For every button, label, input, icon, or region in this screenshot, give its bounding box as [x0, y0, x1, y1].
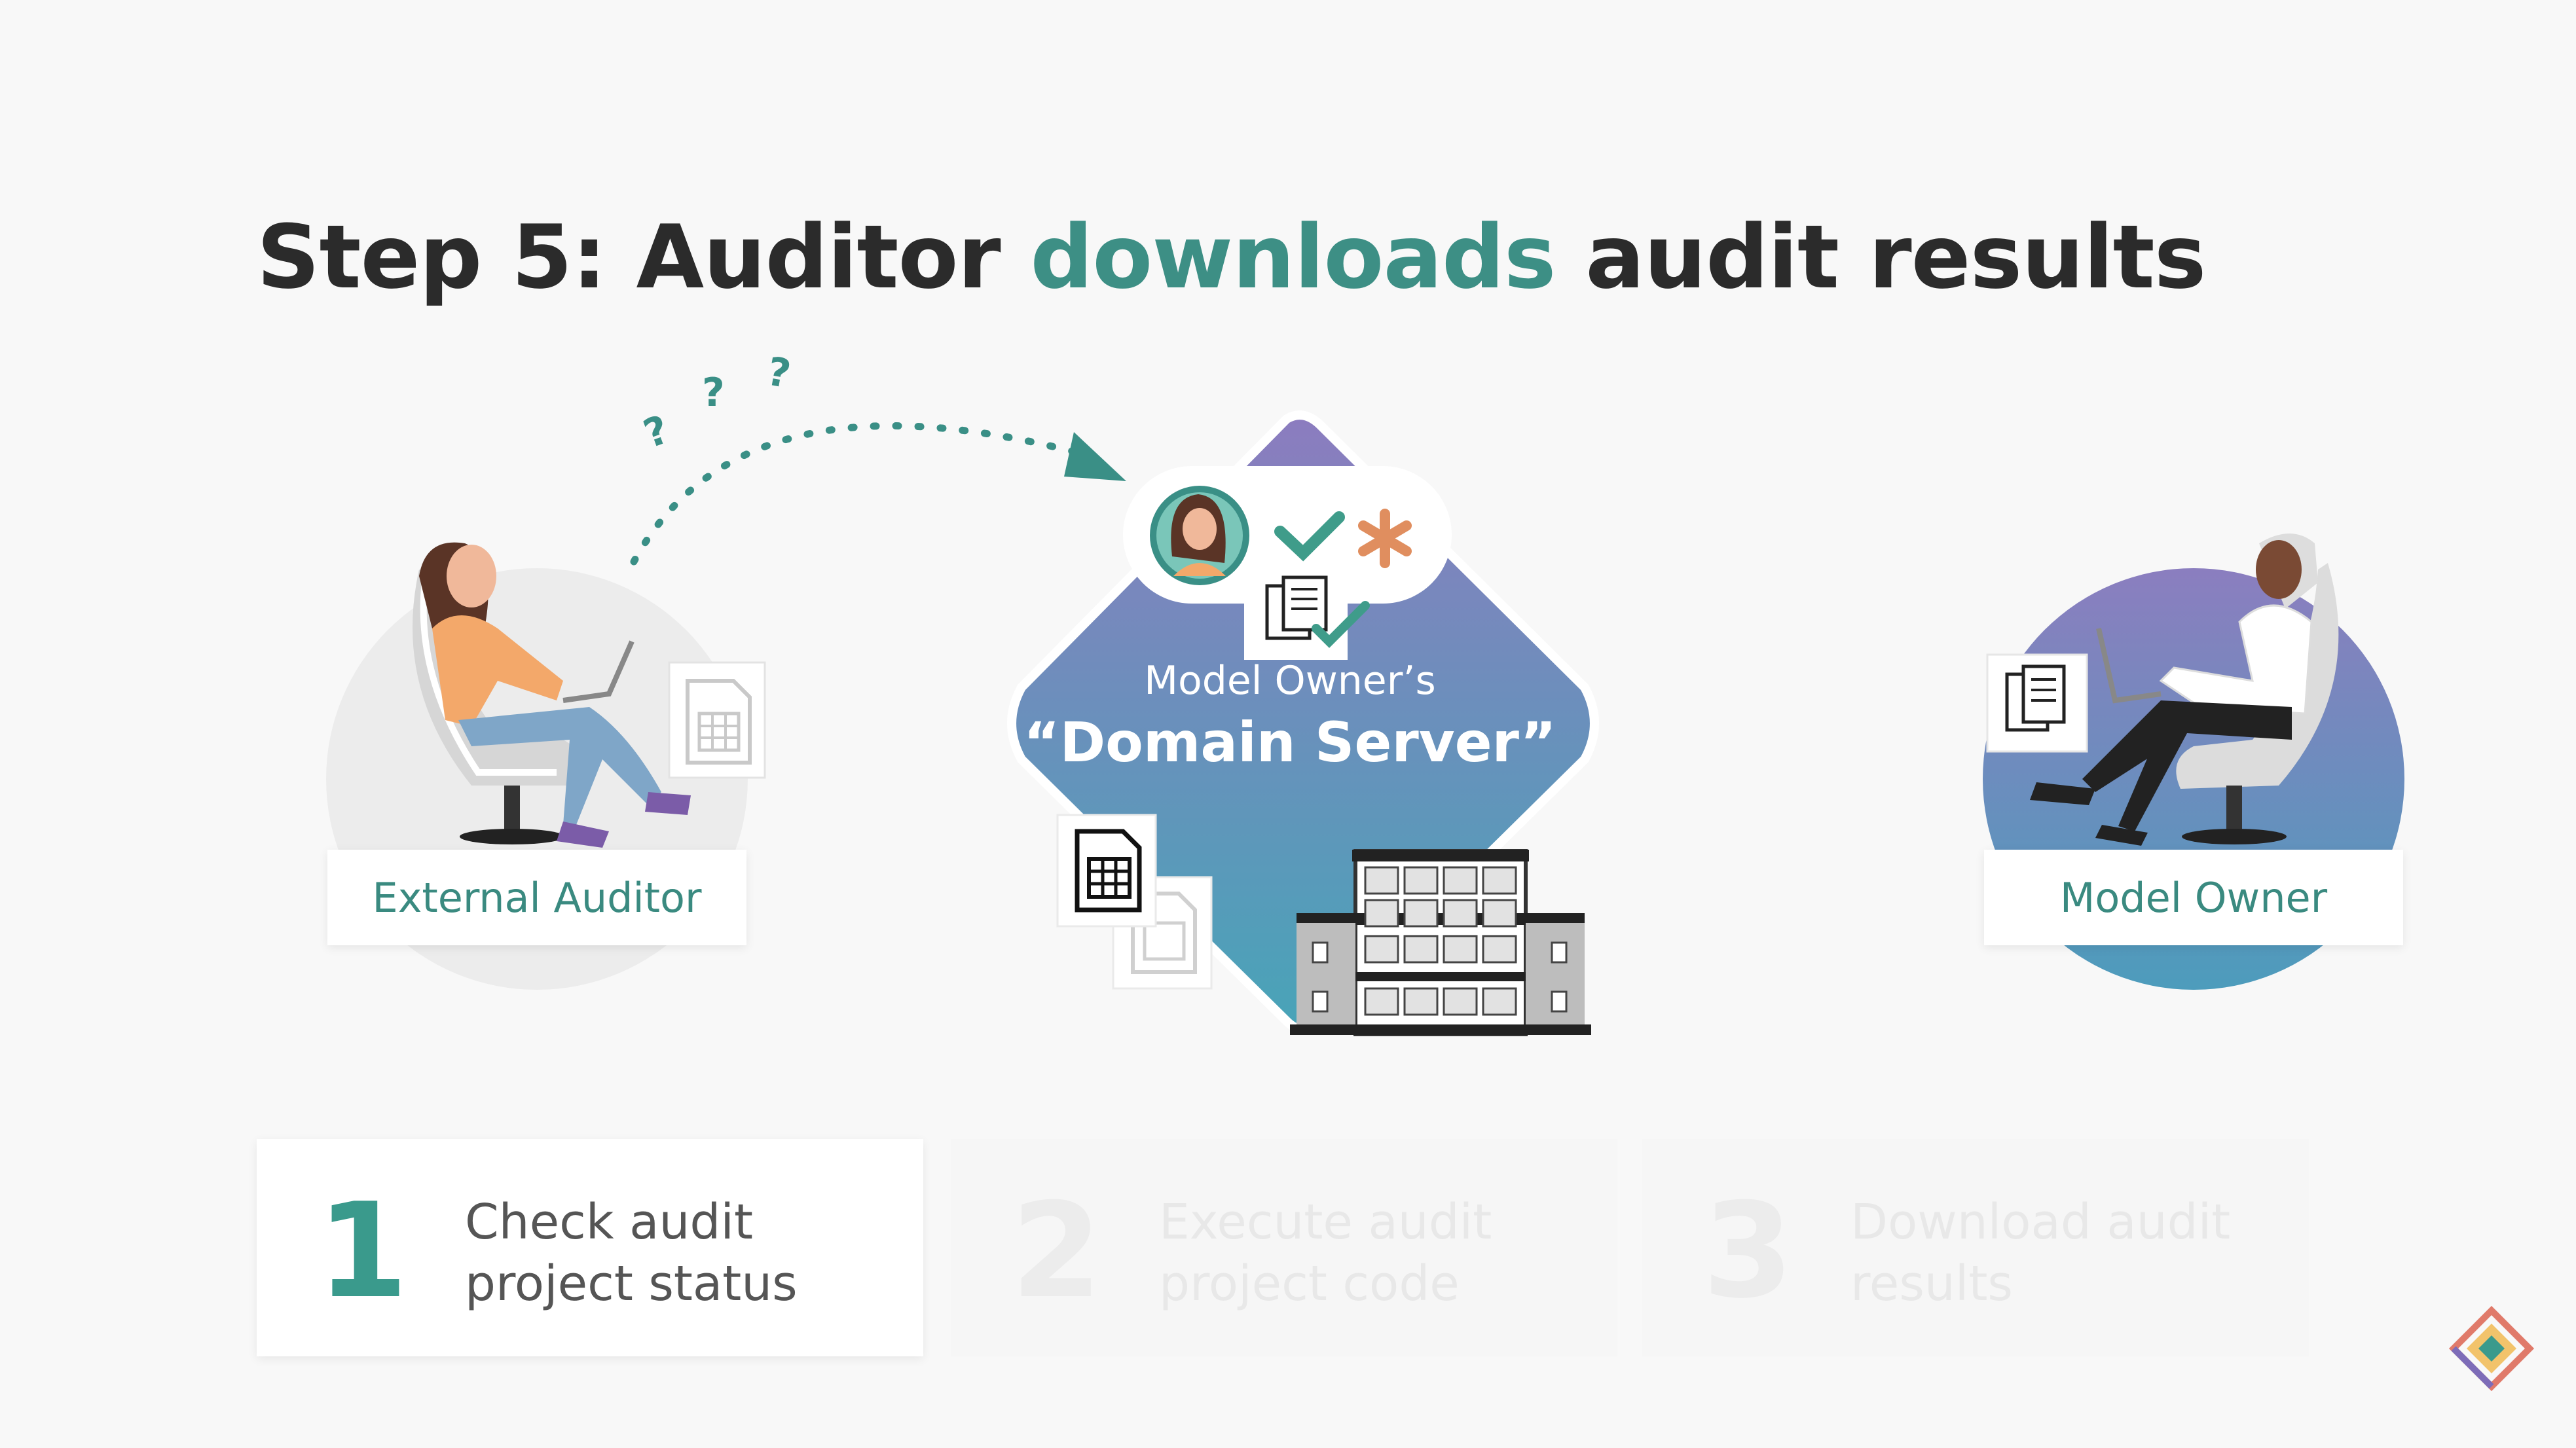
step-text: Check audit project status [465, 1194, 798, 1312]
code-document-icon [1986, 653, 2088, 753]
asterisk-icon [1358, 509, 1412, 568]
owner-person [2030, 534, 2318, 846]
step-text: Execute audit project code [1159, 1194, 1492, 1312]
document-table-icon [668, 661, 766, 779]
step-card-3: 3 Download audit results [1642, 1139, 2309, 1356]
owner-avatar-pill [1123, 466, 1452, 604]
title-accent: downloads [1030, 206, 1556, 308]
model-owner-label: Model Owner [1984, 850, 2403, 945]
step-card-2: 2 Execute audit project code [951, 1139, 1617, 1356]
server-owner-label: Model Owner’s [1144, 658, 1436, 704]
result-document-icon [1056, 814, 1213, 990]
auditor-chair [413, 570, 581, 844]
building-icon [1290, 849, 1591, 1036]
dotted-arrow [630, 422, 1078, 566]
owner-chair [2176, 563, 2339, 844]
arrowhead-icon [1064, 432, 1126, 481]
checkmark-icon [1274, 511, 1345, 562]
auditor-person [419, 542, 691, 848]
title-prefix: Step 5: Auditor [257, 206, 1031, 308]
step-card-1: 1 Check audit project status [257, 1139, 923, 1356]
step-number: 1 [317, 1175, 409, 1328]
logo-icon [2448, 1305, 2535, 1392]
step-number: 2 [1011, 1175, 1103, 1328]
title-suffix: audit results [1555, 206, 2206, 308]
question-mark: ? [702, 370, 725, 416]
step-number: 3 [1702, 1175, 1794, 1328]
step-text: Download audit results [1850, 1194, 2231, 1312]
code-document-icon [1244, 570, 1370, 660]
external-auditor-label: External Auditor [327, 850, 746, 945]
page-title: Step 5: Auditor downloads audit results [257, 206, 2206, 308]
server-title: “Domain Server” [1023, 710, 1556, 774]
